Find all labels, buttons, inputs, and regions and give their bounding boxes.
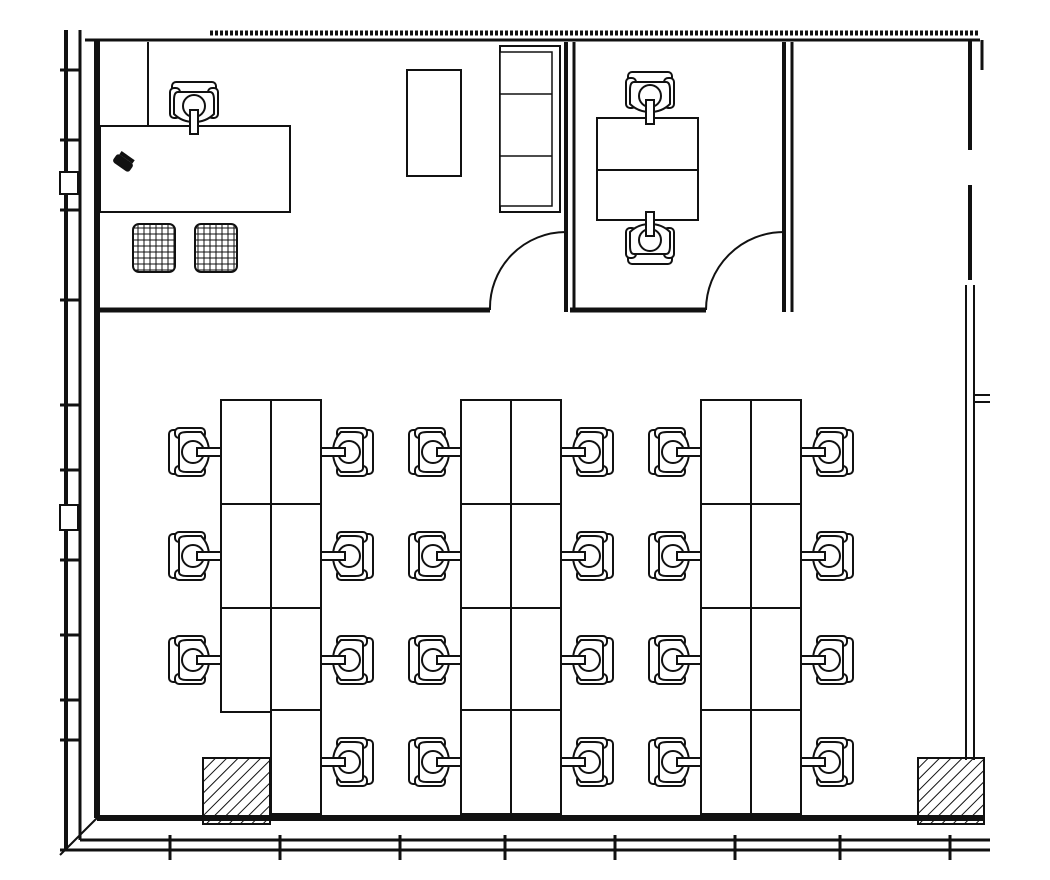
- office-chair: [168, 635, 222, 685]
- office-chair: [800, 737, 854, 787]
- office-chair: [168, 531, 222, 581]
- office-chair: [648, 635, 702, 685]
- small-office-chairs: [625, 71, 675, 265]
- workstation-desk: [700, 607, 752, 713]
- workstation-desk: [460, 709, 512, 815]
- structural-column: [917, 757, 985, 825]
- private-office: [99, 42, 561, 273]
- office-chair: [408, 737, 462, 787]
- office-chair: [648, 737, 702, 787]
- workstation-desk: [750, 607, 802, 713]
- workstation-cluster: [648, 399, 854, 815]
- doors: [488, 231, 785, 311]
- workstation-desk: [750, 399, 802, 505]
- workstation-desk: [460, 607, 512, 713]
- office-chair: [320, 635, 374, 685]
- workstation-desk: [750, 503, 802, 609]
- door: [488, 231, 567, 311]
- office-chair: [320, 737, 374, 787]
- office-chair: [800, 635, 854, 685]
- workstation-cluster: [168, 399, 374, 815]
- workstation-desk: [460, 503, 512, 609]
- workstation-desk: [270, 709, 322, 815]
- office-chair: [648, 427, 702, 477]
- office-chair: [320, 531, 374, 581]
- office-chair: [560, 635, 614, 685]
- left-wall-ticks: [60, 68, 80, 742]
- door: [705, 231, 785, 311]
- office-chair: [560, 427, 614, 477]
- office-chair: [625, 71, 675, 125]
- guest-chair: [194, 223, 238, 273]
- workstation-desk: [220, 607, 272, 713]
- workstation-desk: [270, 399, 322, 505]
- office-chair: [168, 427, 222, 477]
- office-chair: [560, 531, 614, 581]
- window-frame: [59, 504, 79, 531]
- office-chair: [320, 427, 374, 477]
- workstation-desk: [750, 709, 802, 815]
- executive-desk: [99, 125, 291, 213]
- window-frame: [59, 171, 79, 195]
- workstation-desk: [220, 503, 272, 609]
- workstation-desk: [510, 607, 562, 713]
- workstation-desk: [700, 709, 752, 815]
- office-chair: [560, 737, 614, 787]
- office-chair: [648, 531, 702, 581]
- phone: [113, 151, 135, 172]
- open-workspace: [168, 399, 854, 815]
- desk-chair: [169, 81, 219, 135]
- desk: [596, 117, 699, 171]
- corner-miter: [59, 817, 98, 856]
- workstation-desk: [510, 399, 562, 505]
- office-chair: [408, 635, 462, 685]
- guest-chair: [132, 223, 176, 273]
- office-chair: [625, 211, 675, 265]
- workstation-desk: [270, 607, 322, 713]
- bottom-wall-ticks: [168, 835, 952, 860]
- left-window-frames: [59, 171, 79, 531]
- structural-column: [202, 757, 271, 825]
- office-chair: [169, 81, 219, 135]
- sofa: [499, 45, 561, 213]
- workstation-desk: [220, 399, 272, 505]
- office-chair: [800, 531, 854, 581]
- workstation-desk: [700, 399, 752, 505]
- workstation-desk: [460, 399, 512, 505]
- coffee-table: [406, 69, 462, 177]
- small-office: [596, 71, 699, 265]
- workstation-desk: [700, 503, 752, 609]
- office-chair: [408, 531, 462, 581]
- office-chair: [408, 427, 462, 477]
- workstation-desk: [270, 503, 322, 609]
- workstation-desk: [510, 709, 562, 815]
- office-chair: [800, 427, 854, 477]
- workstation-cluster: [408, 399, 614, 815]
- workstation-desk: [510, 503, 562, 609]
